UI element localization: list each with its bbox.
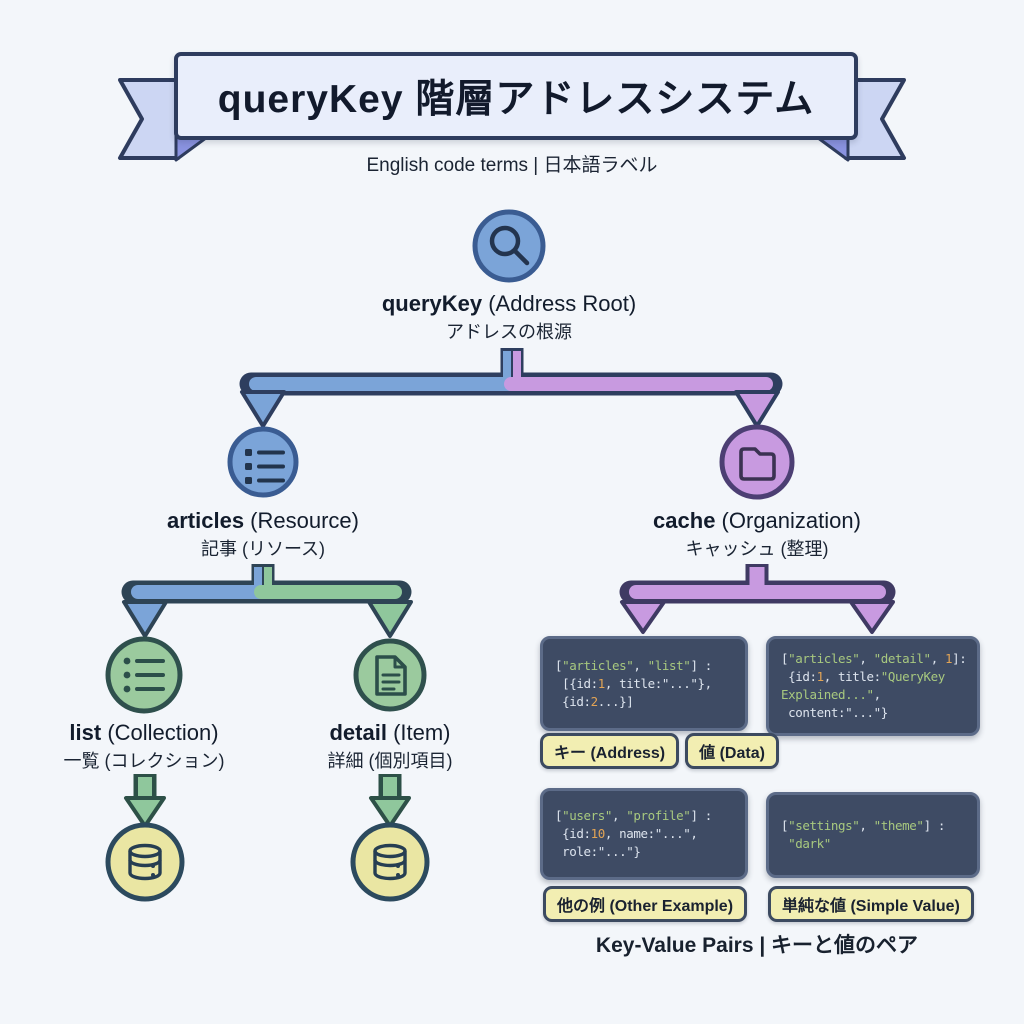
connector-cache-branches	[619, 564, 896, 634]
code-box-settings-theme: ["settings", "theme"] : "dark"	[766, 792, 980, 878]
badge-row-key-value: キー (Address) 値 (Data)	[540, 733, 779, 769]
root-term: queryKey	[381, 291, 483, 316]
code-box-articles-detail: ["articles", "detail", 1]: {id:1, title:…	[766, 636, 980, 736]
detail-jp-label: 詳細 (個別項目)	[327, 750, 453, 771]
database-icon	[373, 843, 407, 881]
list-term: list	[69, 720, 102, 745]
arrow-detail-to-db	[369, 774, 411, 828]
list-node-label: list (Collection) 一覧 (コレクション)	[0, 719, 294, 772]
cache-term: cache	[653, 508, 716, 533]
detail-term: detail	[329, 720, 387, 745]
arrow-head-to-code-detail	[849, 600, 895, 634]
arrow-head-to-list	[122, 600, 168, 638]
list-suffix: (Collection)	[101, 720, 219, 745]
root-jp-label: アドレスの根源	[446, 321, 572, 342]
badge-simple-value: 単純な値 (Simple Value)	[768, 886, 974, 922]
connector-articles-branches	[121, 564, 413, 638]
detail-node-label: detail (Item) 詳細 (個別項目)	[240, 719, 540, 772]
code-box-articles-list: ["articles", "list"] : [{id:1, title:"..…	[540, 636, 748, 731]
document-icon	[375, 655, 407, 696]
cache-node	[719, 424, 795, 500]
page-title: queryKey 階層アドレスシステム	[217, 78, 815, 121]
root-node	[472, 209, 546, 283]
caption-key-value-pairs: Key-Value Pairs | キーと値のペア	[595, 934, 919, 957]
articles-node-label: articles (Resource) 記事 (リソース)	[63, 507, 463, 560]
cache-node-label: cache (Organization) キャッシュ (整理)	[557, 507, 957, 560]
subtitle: English code terms | 日本語ラベル	[366, 155, 658, 176]
articles-node	[227, 426, 299, 498]
arrow-head-to-articles	[240, 390, 286, 428]
ribbon-banner: queryKey 階層アドレスシステム	[174, 52, 858, 140]
articles-term: articles	[167, 508, 245, 533]
arrow-head-to-cache	[734, 390, 780, 428]
root-suffix: (Address Root)	[482, 291, 637, 316]
connector-root-branches	[239, 348, 783, 428]
code-box-users-profile: ["users", "profile"] : {id:10, name:"...…	[540, 788, 748, 880]
articles-suffix: (Resource)	[244, 508, 359, 533]
cache-jp-label: キャッシュ (整理)	[685, 538, 829, 559]
badge-other-example: 他の例 (Other Example)	[543, 886, 748, 922]
arrow-list-to-db	[124, 774, 166, 828]
search-icon	[489, 225, 530, 266]
root-node-label: queryKey (Address Root) アドレスの根源	[309, 290, 709, 343]
cache-suffix: (Organization)	[715, 508, 861, 533]
database-icon	[128, 843, 162, 881]
badge-value-data: 値 (Data)	[685, 733, 779, 769]
arrow-head-to-detail	[367, 600, 413, 638]
folder-icon	[739, 447, 776, 481]
detail-node	[353, 638, 427, 712]
list-icon	[245, 449, 285, 484]
list-node	[105, 636, 183, 714]
database-node-detail	[350, 822, 430, 902]
list-icon	[123, 657, 165, 693]
list-jp-label: 一覧 (コレクション)	[63, 750, 225, 771]
arrow-head-to-code-list	[620, 600, 666, 634]
detail-suffix: (Item)	[386, 720, 451, 745]
articles-jp-label: 記事 (リソース)	[200, 538, 326, 559]
badge-key-address: キー (Address)	[540, 733, 680, 769]
database-node-list	[105, 822, 185, 902]
